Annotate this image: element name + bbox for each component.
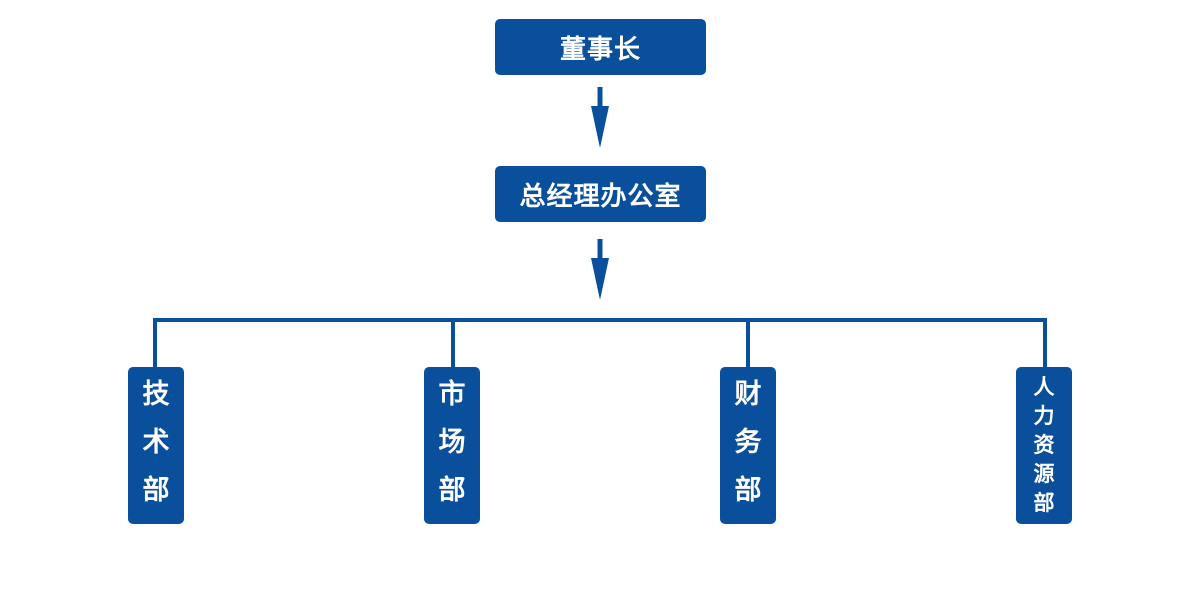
department-char: 资 xyxy=(1033,433,1055,457)
department-char: 务 xyxy=(734,427,762,458)
department-char: 力 xyxy=(1033,404,1055,428)
department-char: 人 xyxy=(1033,375,1055,399)
department-label-tech: 技 术 部 xyxy=(143,367,170,525)
department-label-finance: 财 务 部 xyxy=(735,367,762,525)
department-node-market[interactable]: 市 场 部 xyxy=(424,367,480,524)
department-label-market: 市 场 部 xyxy=(439,367,466,525)
department-char: 技 xyxy=(142,379,170,410)
department-char: 部 xyxy=(1033,491,1055,515)
department-char: 场 xyxy=(438,427,466,458)
chairman-node[interactable]: 董事长 xyxy=(495,19,706,75)
department-char: 部 xyxy=(142,475,170,506)
gm-office-label: 总经理办公室 xyxy=(519,181,682,212)
department-node-hr[interactable]: 人 力 资 源 部 xyxy=(1016,367,1072,524)
department-char: 财 xyxy=(734,379,762,410)
department-char: 源 xyxy=(1033,462,1055,486)
department-node-tech[interactable]: 技 术 部 xyxy=(128,367,184,524)
department-node-finance[interactable]: 财 务 部 xyxy=(720,367,776,524)
department-char: 市 xyxy=(438,379,466,410)
department-char: 术 xyxy=(142,427,170,458)
department-char: 部 xyxy=(734,475,762,506)
arrow-head-chairman-to-gm xyxy=(591,106,609,148)
arrow-head-gm-to-depts xyxy=(591,258,609,300)
chairman-label: 董事长 xyxy=(559,34,641,65)
department-label-hr: 人 力 资 源 部 xyxy=(1034,367,1055,522)
gm-office-node[interactable]: 总经理办公室 xyxy=(495,166,706,222)
department-char: 部 xyxy=(438,475,466,506)
